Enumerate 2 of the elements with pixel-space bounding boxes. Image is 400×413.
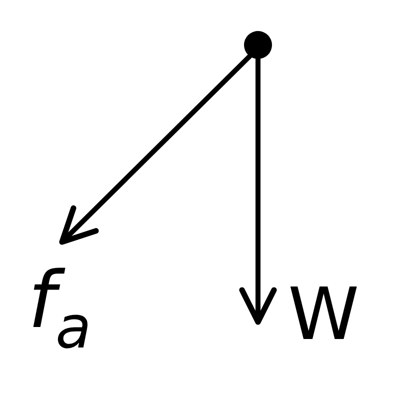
force-label: f$_{a}$	[28, 262, 92, 357]
force-label: W	[288, 278, 360, 350]
